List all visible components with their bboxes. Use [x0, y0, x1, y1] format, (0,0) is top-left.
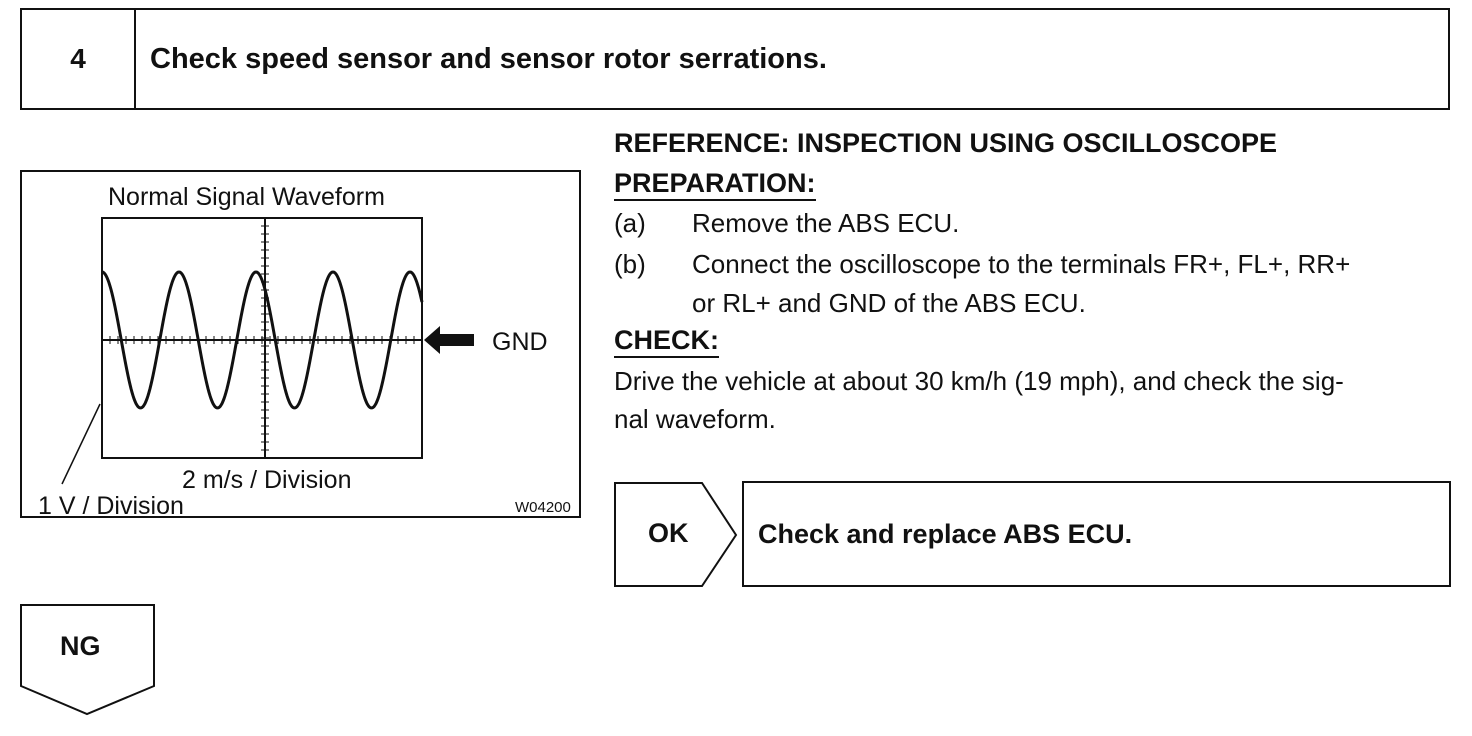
- prep-step-a-marker: (a): [614, 208, 646, 238]
- prep-step-b-marker: (b): [614, 249, 646, 279]
- step-number: 4: [22, 10, 136, 108]
- voltage-division-label: 1 V / Division: [38, 492, 184, 520]
- sine-waveform: [101, 270, 424, 410]
- gnd-label: GND: [492, 328, 548, 356]
- step-header: 4 Check speed sensor and sensor rotor se…: [20, 8, 1450, 110]
- prep-step-b-line-2: or RL+ and GND of the ABS ECU.: [692, 288, 1086, 318]
- check-label: CHECK:: [614, 325, 719, 358]
- preparation-label-wrap: PREPARATION:: [614, 168, 816, 201]
- figure-code: W04200: [515, 499, 571, 516]
- check-line-2: nal waveform.: [614, 404, 776, 434]
- check-label-wrap: CHECK:: [614, 325, 719, 358]
- ok-result-box: Check and replace ABS ECU.: [742, 481, 1451, 587]
- check-line-1: Drive the vehicle at about 30 km/h (19 m…: [614, 366, 1344, 396]
- ng-label: NG: [60, 631, 101, 661]
- gnd-arrow-icon: [424, 326, 474, 354]
- prep-step-a-text: Remove the ABS ECU.: [692, 208, 960, 238]
- ok-label: OK: [648, 518, 689, 548]
- ok-marker: [614, 482, 738, 587]
- step-title: Check speed sensor and sensor rotor serr…: [150, 42, 827, 75]
- voltage-leader-line: [61, 403, 101, 485]
- figure-title: Normal Signal Waveform: [108, 183, 385, 211]
- ng-marker: [20, 604, 155, 716]
- oscilloscope-diagram: [61, 217, 474, 485]
- reference-heading: REFERENCE: INSPECTION USING OSCILLOSCOPE: [614, 128, 1278, 158]
- ok-result-text: Check and replace ABS ECU.: [758, 518, 1133, 549]
- prep-step-b-line-1: Connect the oscilloscope to the terminal…: [692, 249, 1351, 279]
- preparation-label: PREPARATION:: [614, 168, 816, 201]
- time-division-label: 2 m/s / Division: [182, 466, 352, 494]
- waveform-figure: Normal Signal Waveform GND 2 m/s / Divis…: [20, 170, 581, 520]
- axis-ticks: [101, 217, 423, 459]
